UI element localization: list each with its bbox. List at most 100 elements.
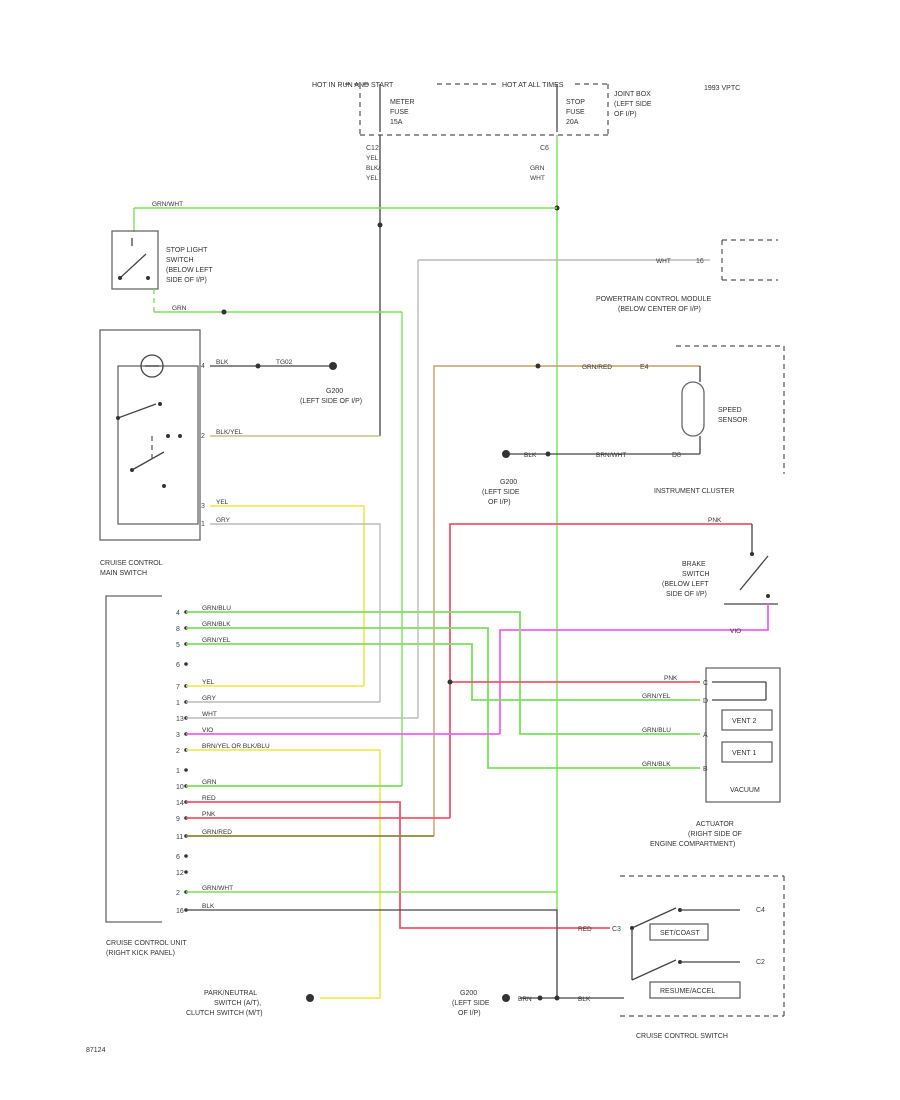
meter-fuse-label-2: FUSE bbox=[390, 109, 409, 116]
unit-pin-number: 12 bbox=[176, 870, 184, 877]
unit-wire-label: WHT bbox=[202, 711, 217, 718]
stop-light-switch-label-2: SWITCH bbox=[166, 257, 194, 264]
control-unit-pins: 4GRN/BLU8GRN/BLK5GRN/YEL67YEL1GRY13WHT3V… bbox=[176, 605, 270, 915]
park-neutral-label-2: SWITCH (A/T), bbox=[214, 1000, 261, 1007]
unit-wire-label: GRN/YEL bbox=[202, 637, 231, 644]
ground-top-label: G200 bbox=[326, 388, 343, 395]
pin-3-main: 3 bbox=[201, 503, 205, 510]
pin-d8: D8 bbox=[672, 452, 681, 459]
stop-light-switch-label: STOP LIGHT bbox=[166, 247, 208, 254]
wire-label-grn: GRN bbox=[530, 165, 545, 172]
wire-label-blk-yel: BLK/ bbox=[366, 165, 380, 172]
pin-b-act: B bbox=[703, 766, 708, 773]
wire-label-yel: YEL bbox=[366, 155, 379, 162]
unit-pin-number: 6 bbox=[176, 854, 180, 861]
unit-wire-label: GRY bbox=[202, 695, 217, 702]
pin-e4: E4 bbox=[640, 364, 649, 371]
joint-box-label-3: OF I/P) bbox=[614, 111, 637, 118]
wire-label-vio-brake: VIO bbox=[730, 628, 741, 635]
wire-label-gry-main: GRY bbox=[216, 517, 231, 524]
meter-fuse-rating: 15A bbox=[390, 119, 403, 126]
unit-wire-label: BRN/YEL OR BLK/BLU bbox=[202, 743, 270, 750]
instrument-cluster: GRN/RED E4 SPEED SENSOR BLK BRN/WHT D8 I… bbox=[433, 345, 785, 836]
park-neutral-label: PARK/NEUTRAL bbox=[204, 990, 257, 997]
control-unit-label: CRUISE CONTROL UNIT bbox=[106, 940, 187, 947]
unit-pin-number: 10 bbox=[176, 784, 184, 791]
speed-sensor-label-2: SENSOR bbox=[718, 417, 748, 424]
resume-accel-label: RESUME/ACCEL bbox=[660, 988, 715, 995]
stop-fuse-label-2: FUSE bbox=[566, 109, 585, 116]
park-neutral-label-3: CLUTCH SWITCH (M/T) bbox=[186, 1010, 263, 1017]
pin-2-main: 2 bbox=[201, 433, 205, 440]
unit-pin-number: 1 bbox=[176, 700, 180, 707]
unit-wire-label: GRN bbox=[202, 779, 217, 786]
pcm-label: POWERTRAIN CONTROL MODULE bbox=[596, 296, 711, 303]
pin-c3: C3 bbox=[612, 926, 621, 933]
hot-all-label: HOT AT ALL TIMES bbox=[502, 82, 564, 89]
ground-bottom-label-2: (LEFT SIDE bbox=[452, 1000, 490, 1007]
year-model-label: 1993 VPTC bbox=[704, 85, 740, 92]
speed-sensor-label: SPEED bbox=[718, 407, 742, 414]
pin-c-act: C bbox=[703, 680, 708, 687]
wire-label-wht-pcm: WHT bbox=[656, 258, 671, 265]
wire-label-pnk-brake: PNK bbox=[708, 517, 722, 524]
wire-label-brn-csw: BRN bbox=[518, 996, 532, 1003]
stop-fuse-rating: 20A bbox=[566, 119, 579, 126]
control-unit-label-2: (RIGHT KICK PANEL) bbox=[106, 950, 175, 957]
ground-mid-label-3: OF I/P) bbox=[488, 499, 511, 506]
vent1-label: VENT 1 bbox=[732, 750, 756, 757]
pin-4-main: 4 bbox=[201, 363, 205, 370]
pin-c2: C2 bbox=[756, 959, 765, 966]
wire-label-yel-2: YEL bbox=[366, 175, 379, 182]
splice-dot bbox=[377, 222, 383, 228]
meter-fuse-label: METER bbox=[390, 99, 415, 106]
hot-run-label: HOT IN RUN AND START bbox=[312, 82, 394, 89]
control-unit-wires bbox=[186, 611, 700, 1002]
park-neutral-switch: PARK/NEUTRAL SWITCH (A/T), CLUTCH SWITCH… bbox=[186, 990, 263, 1017]
unit-pin-number: 5 bbox=[176, 642, 180, 649]
unit-pin-number: 11 bbox=[176, 834, 183, 841]
unit-pin-number: 2 bbox=[176, 748, 180, 755]
unit-pin-number: 2 bbox=[176, 890, 180, 897]
cruise-control-switch: RED C3 C4 C2 SET/COAST RESUME/ACCEL BRN … bbox=[452, 875, 785, 1040]
cruise-control-unit: CRUISE CONTROL UNIT (RIGHT KICK PANEL) bbox=[105, 595, 187, 957]
wire-label-tg02: TG02 bbox=[276, 359, 293, 366]
fuse-joint-box: HOT IN RUN AND START HOT AT ALL TIMES ME… bbox=[312, 82, 740, 182]
actuator-label: ACTUATOR bbox=[696, 821, 734, 828]
unit-pin-terminal bbox=[184, 870, 188, 874]
ground-bottom-label: G200 bbox=[460, 990, 477, 997]
brake-switch-label-3: (BELOW LEFT bbox=[662, 581, 709, 588]
main-switch-label-2: MAIN SWITCH bbox=[100, 570, 147, 577]
wire-label-grn-blu-act: GRN/BLU bbox=[642, 727, 671, 734]
figure-code: 87124 bbox=[86, 1047, 106, 1054]
wire-label-grn-2: GRN bbox=[172, 305, 187, 312]
wire-label-grn-yel-act: GRN/YEL bbox=[642, 693, 671, 700]
pin-c12: C12 bbox=[366, 145, 379, 152]
unit-pin-number: 1 bbox=[176, 768, 180, 775]
ground-top-label-2: (LEFT SIDE OF I/P) bbox=[300, 398, 362, 405]
cruise-switch-label: CRUISE CONTROL SWITCH bbox=[636, 1033, 728, 1040]
unit-pin-terminal bbox=[184, 768, 188, 772]
unit-pin-number: 8 bbox=[176, 626, 180, 633]
unit-pin-terminal bbox=[184, 662, 188, 666]
unit-wire-label: VIO bbox=[202, 727, 213, 734]
wire-label-grn-blk-act: GRN/BLK bbox=[642, 761, 671, 768]
actuator-label-2: (RIGHT SIDE OF bbox=[688, 831, 742, 838]
wire-label-grn-red-ic: GRN/RED bbox=[582, 364, 612, 371]
main-switch-label: CRUISE CONTROL bbox=[100, 560, 163, 567]
actuator: PNK GRN/YEL GRN/BLU GRN/BLK C D A B VENT… bbox=[642, 667, 781, 848]
pin-c6: C6 bbox=[540, 145, 549, 152]
instrument-cluster-label: INSTRUMENT CLUSTER bbox=[654, 488, 734, 495]
wire-label-red-csw: RED bbox=[578, 926, 592, 933]
stop-light-switch: GRN/WHT STOP LIGHT SWITCH (BELOW LEFT SI… bbox=[111, 201, 557, 786]
pin-d-act: D bbox=[703, 698, 708, 705]
unit-wire-label: GRN/BLK bbox=[202, 621, 231, 628]
ground-mid-label-2: (LEFT SIDE bbox=[482, 489, 520, 496]
unit-pin-number: 6 bbox=[176, 662, 180, 669]
unit-wire-label: PNK bbox=[202, 811, 216, 818]
wire-label-grn-wht: GRN/WHT bbox=[152, 201, 183, 208]
unit-pin-number: 9 bbox=[176, 816, 180, 823]
unit-wire-label: BLK bbox=[202, 903, 215, 910]
set-coast-label: SET/COAST bbox=[660, 930, 700, 937]
ground-bottom-label-3: OF I/P) bbox=[458, 1010, 481, 1017]
